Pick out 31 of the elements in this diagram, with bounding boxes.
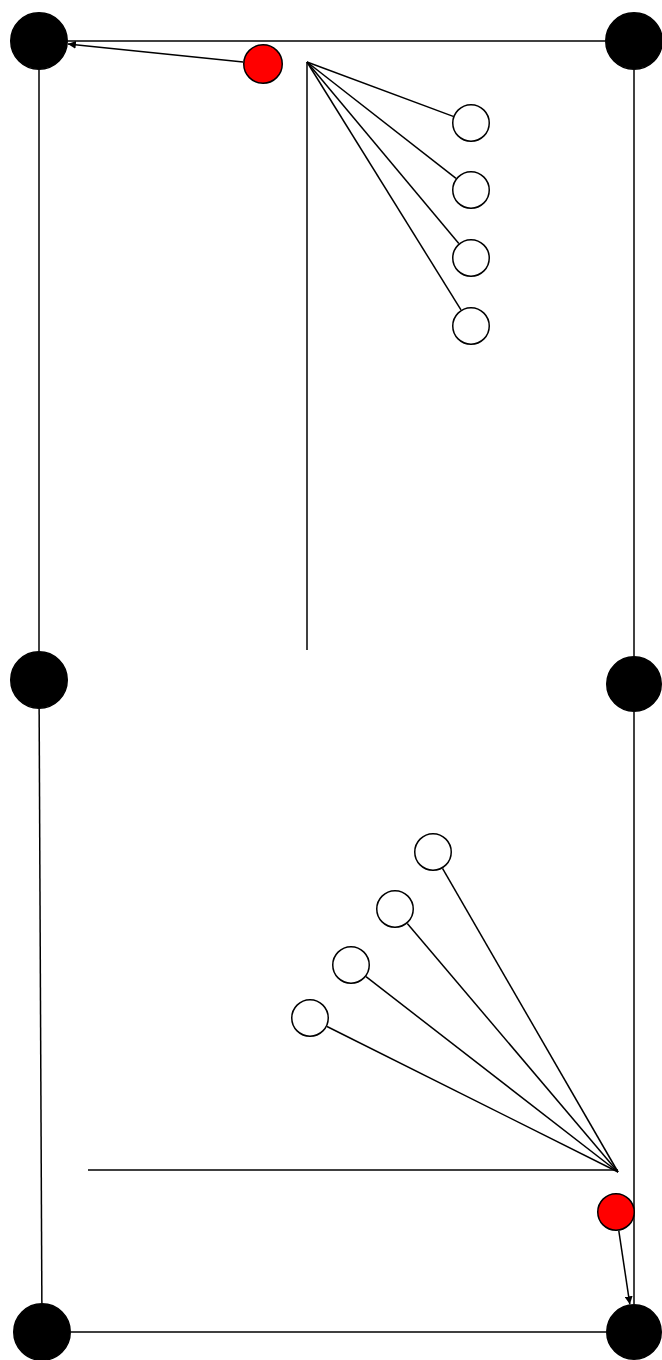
line xyxy=(70,1331,607,1333)
cone-marker xyxy=(452,239,490,277)
line xyxy=(38,708,43,1304)
player-marker xyxy=(606,1304,662,1360)
cone-marker xyxy=(376,890,414,928)
arrow xyxy=(67,40,244,63)
player-marker xyxy=(10,12,68,70)
line xyxy=(306,61,454,118)
player-marker xyxy=(13,1303,71,1360)
cone-marker xyxy=(452,104,490,142)
line xyxy=(38,69,40,652)
player-marker xyxy=(605,12,662,70)
line xyxy=(306,61,462,311)
line xyxy=(67,40,606,42)
cone-marker xyxy=(291,999,329,1037)
cone-marker xyxy=(452,307,490,345)
arrow xyxy=(618,1230,633,1306)
line xyxy=(633,711,635,1305)
cone-marker xyxy=(414,833,452,871)
player-marker xyxy=(606,656,662,712)
line xyxy=(306,61,457,180)
line xyxy=(306,61,460,245)
cone-marker xyxy=(452,171,490,209)
line xyxy=(326,1025,619,1173)
line xyxy=(365,975,619,1173)
ball-carrier-marker xyxy=(597,1193,635,1231)
line xyxy=(406,922,619,1173)
cone-marker xyxy=(332,946,370,984)
ball-carrier-marker xyxy=(243,44,283,84)
player-marker xyxy=(10,651,68,709)
line xyxy=(633,69,635,657)
